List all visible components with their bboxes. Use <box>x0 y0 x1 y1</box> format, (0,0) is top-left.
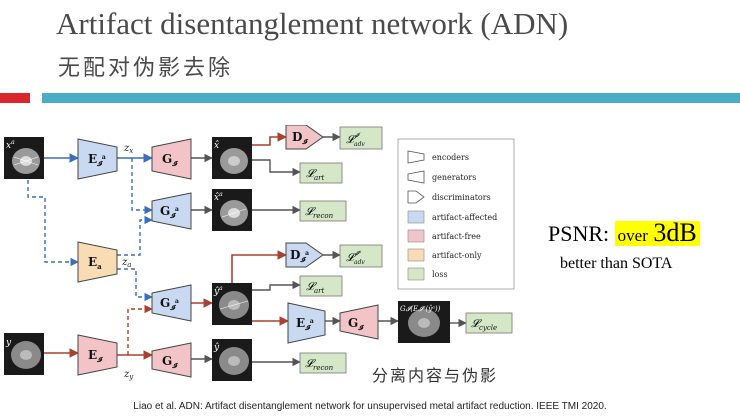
psnr-label: PSNR: <box>548 221 610 246</box>
loss-adv-I: 𝓛adv𝓘 <box>339 126 383 150</box>
encoder-E-I: E𝓘 <box>77 334 118 376</box>
connection-lines <box>27 132 467 367</box>
adn-network-diagram: xa y x̂ x̂a ŷa ŷ G𝓘(E𝓘ᵃ(ŷᵃ)) <box>4 125 515 381</box>
accent-bar-blue <box>42 93 740 103</box>
svg-text:G𝓘a: G𝓘a <box>160 296 179 312</box>
output-cycle-caption: G𝓘(E𝓘ᵃ(ŷᵃ)) <box>400 305 441 313</box>
svg-text:ŷa: ŷa <box>213 285 223 297</box>
svg-text:xa: xa <box>6 139 15 151</box>
output-x-hat-label: x̂ <box>214 140 219 151</box>
svg-text:artifact-only: artifact-only <box>432 251 482 260</box>
svg-text:artifact-affected: artifact-affected <box>432 213 497 222</box>
chinese-note: 分离内容与伪影 <box>372 366 499 385</box>
svg-text:𝓛adv𝓘: 𝓛adv𝓘 <box>346 132 365 148</box>
loss-cycle: 𝓛cycle <box>465 312 513 334</box>
image-output-cycle: G𝓘(E𝓘ᵃ(ŷᵃ)) <box>398 301 450 343</box>
slide-subtitle: 无配对伪影去除 <box>58 56 234 81</box>
loss-recon-2: 𝓛recon <box>299 352 347 374</box>
psnr-highlight: over 3dB <box>614 218 700 247</box>
discriminator-D-I: D𝓘 <box>285 125 324 150</box>
svg-text:D𝓘: D𝓘 <box>292 130 308 146</box>
svg-text:encoders: encoders <box>432 153 469 162</box>
encoder-E-a: Ea <box>77 241 118 283</box>
legend-item-discriminators: discriminators <box>407 190 491 204</box>
legend-item-generators: generators <box>407 170 476 184</box>
loss-recon-1: 𝓛recon <box>299 200 347 222</box>
svg-text:generators: generators <box>432 173 476 182</box>
generator-G-I-2: G𝓘 <box>339 304 379 340</box>
generator-G-I-1: G𝓘 <box>151 138 192 180</box>
image-output-x-hat: x̂ <box>212 137 252 179</box>
loss-art-2: 𝓛art <box>299 275 343 297</box>
generator-G-Ia-1: G𝓘a <box>151 192 192 230</box>
input-xa-label: x <box>6 141 11 151</box>
legend: encoders generators discriminators artif… <box>397 138 515 290</box>
svg-text:G𝓘: G𝓘 <box>162 354 178 370</box>
encoder-E-Ia: E𝓘a <box>77 138 118 180</box>
image-output-y-hat: ŷ <box>212 339 252 381</box>
svg-text:discriminators: discriminators <box>432 193 491 202</box>
generator-G-Ia-2: G𝓘a <box>151 284 192 322</box>
svg-text:G𝓘: G𝓘 <box>348 316 364 332</box>
latent-za-label: za <box>121 257 131 269</box>
svg-text:D𝓘a: D𝓘a <box>290 248 309 264</box>
output-ya-hat-label: ŷ <box>213 286 220 297</box>
citation: Liao et al. ADN: Artifact disentanglemen… <box>133 401 607 412</box>
svg-text:𝓛art: 𝓛art <box>306 280 325 295</box>
image-output-ya-hat: ŷa <box>212 283 252 325</box>
psnr-claim: PSNR: over 3dB <box>548 218 700 248</box>
svg-text:𝓛recon: 𝓛recon <box>305 357 334 372</box>
image-output-xa-hat: x̂a <box>212 189 252 231</box>
input-xa-sup: a <box>11 139 15 146</box>
output-xa-hat-sup: a <box>219 191 223 198</box>
svg-text:𝓛adv𝓘ᵃ: 𝓛adv𝓘ᵃ <box>346 250 365 266</box>
encoder-E-Ia-2: E𝓘a <box>287 302 326 344</box>
output-ya-hat-sup: a <box>219 285 223 292</box>
discriminator-D-Ia: D𝓘a <box>285 242 324 268</box>
image-input-xa: xa <box>4 137 44 179</box>
output-y-hat-label: ŷ <box>213 342 220 353</box>
psnr-over: over <box>617 226 648 245</box>
loss-adv-Ia: 𝓛adv𝓘ᵃ <box>339 244 383 268</box>
loss-art-1: 𝓛art <box>299 162 343 184</box>
svg-text:𝓛cycle: 𝓛cycle <box>471 317 497 332</box>
legend-item-loss: loss <box>407 267 448 281</box>
slide-title: Artifact disentanglement network (ADN) <box>56 6 569 41</box>
input-y-label: y <box>5 338 12 348</box>
legend-item-artifact-affected: artifact-affected <box>407 210 497 224</box>
legend-item-artifact-free: artifact-free <box>407 229 481 243</box>
svg-text:𝓛recon: 𝓛recon <box>305 205 334 220</box>
svg-text:x̂a: x̂a <box>214 191 223 203</box>
svg-text:G𝓘: G𝓘 <box>162 152 178 168</box>
svg-text:Ea: Ea <box>88 255 102 271</box>
svg-text:G𝓘a: G𝓘a <box>160 204 179 220</box>
psnr-value: 3dB <box>653 218 697 247</box>
svg-text:loss: loss <box>432 270 448 279</box>
generator-G-I-3: G𝓘 <box>151 342 192 378</box>
output-xa-hat-label: x̂ <box>214 192 219 203</box>
psnr-subtext: better than SOTA <box>560 255 673 272</box>
latent-zy-label: zy <box>123 369 134 381</box>
svg-text:E𝓘a: E𝓘a <box>296 316 314 332</box>
legend-item-artifact-only: artifact-only <box>407 248 482 262</box>
latent-zx-label: zx <box>123 143 133 155</box>
legend-item-encoders: encoders <box>407 150 469 164</box>
image-input-y: y <box>4 333 44 375</box>
accent-bar-red <box>0 93 30 103</box>
svg-text:E𝓘: E𝓘 <box>88 348 103 364</box>
svg-text:E𝓘a: E𝓘a <box>88 152 106 168</box>
svg-text:𝓛art: 𝓛art <box>306 167 325 182</box>
svg-text:artifact-free: artifact-free <box>432 232 481 241</box>
